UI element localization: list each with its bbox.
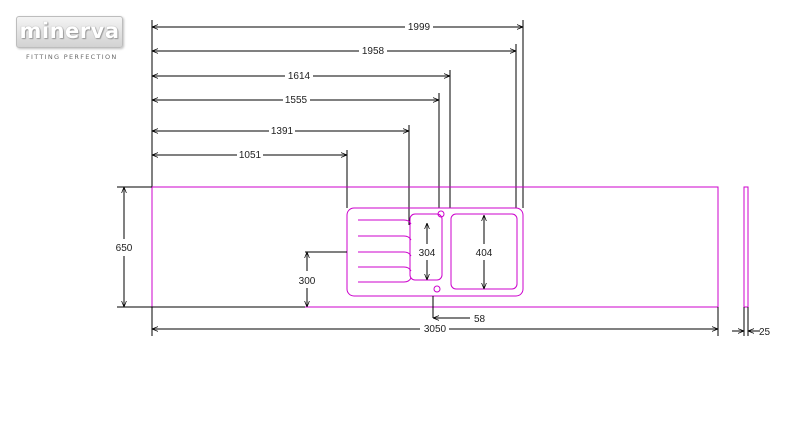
worktop-outline <box>151 186 719 308</box>
dim-label-25: 25 <box>759 327 771 338</box>
logo-badge: minerva <box>16 16 123 48</box>
dimension-650: 650 <box>116 186 305 308</box>
dim-label-1958: 1958 <box>362 46 385 57</box>
edge-profile <box>743 186 749 308</box>
dimension-1051: 1051 <box>152 150 348 208</box>
dimension-3050: 3050 <box>151 307 719 336</box>
dim-label-1391: 1391 <box>271 126 294 137</box>
logo-tagline: FITTING PERFECTION <box>26 53 118 61</box>
dimension-1614: 1614 <box>152 70 451 208</box>
dim-label-1614: 1614 <box>288 71 311 82</box>
waste-hole <box>433 285 441 293</box>
dim-label-404: 404 <box>476 248 493 259</box>
dimension-1999: 1999 <box>152 20 524 208</box>
dimension-404: 404 <box>476 215 493 289</box>
dim-label-1051: 1051 <box>239 150 262 161</box>
drainer-grooves <box>358 219 412 283</box>
dim-label-650: 650 <box>116 243 133 254</box>
dimension-300: 300 <box>299 251 347 307</box>
logo-wordmark: minerva <box>19 19 120 43</box>
dimension-304: 304 <box>419 223 436 280</box>
dim-label-58: 58 <box>474 314 486 325</box>
tap-hole <box>437 210 445 218</box>
dimension-25: 25 <box>732 307 771 338</box>
dim-label-1555: 1555 <box>285 95 308 106</box>
dim-label-304: 304 <box>419 248 436 259</box>
minerva-logo: minerva FITTING PERFECTION <box>14 16 124 62</box>
dim-label-3050: 3050 <box>424 324 447 335</box>
dimension-1391: 1391 <box>152 125 410 225</box>
dimension-1555: 1555 <box>152 93 440 208</box>
small-bowl <box>409 213 443 281</box>
dim-label-300: 300 <box>299 276 316 287</box>
dimension-1958: 1958 <box>152 44 517 208</box>
dimension-58: 58 <box>432 296 486 325</box>
dim-label-1999: 1999 <box>408 22 431 33</box>
